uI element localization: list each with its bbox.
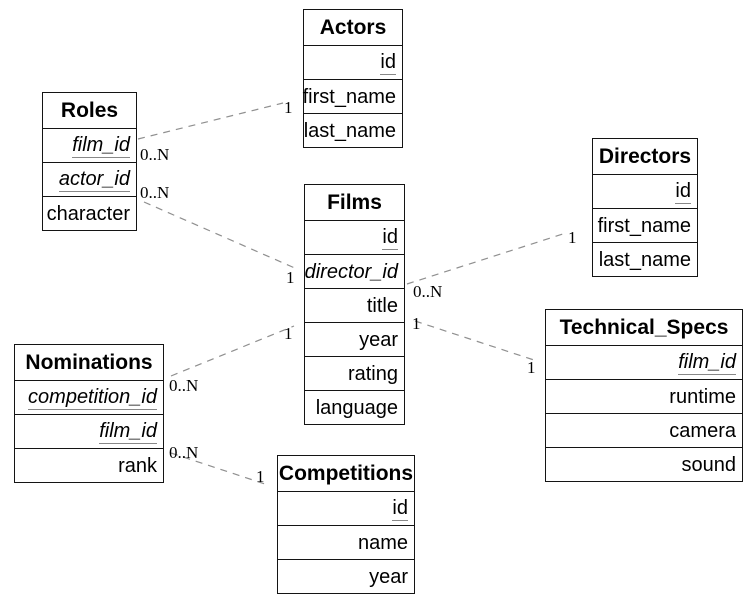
cardinality-label-roles-actors: 0..N [140,145,170,164]
entity-title: Roles [43,93,136,129]
field-label-id: id [382,225,398,250]
relationship-line-nominations-competitions [170,452,269,486]
entity-title: Directors [593,139,697,175]
relationship-line-nominations-films [170,325,295,377]
entity-table-roles[interactable]: Roles film_id actor_id character [42,92,137,231]
field-row: film_id [546,346,742,380]
field-label-film_id: film_id [99,419,157,444]
field-row: film_id [43,129,136,163]
field-row: sound [546,448,742,481]
entity-title: Nominations [15,345,163,381]
field-row: last_name [593,243,697,276]
field-row: actor_id [43,163,136,197]
field-row: last_name [304,114,402,147]
entity-table-actors[interactable]: Actors id first_name last_name [303,9,403,148]
field-label-year: year [359,328,398,351]
field-row: rating [305,357,404,391]
field-row: rank [15,449,163,482]
field-label-title: title [366,294,398,317]
cardinality-label-films-directors: 1 [568,228,577,247]
field-row: language [305,391,404,424]
field-label-camera: camera [669,419,736,442]
relationship-line-films-technical_specs [414,320,538,362]
cardinality-label-films-technical_specs: 1 [412,314,421,333]
field-label-language: language [315,396,398,419]
field-row: id [278,492,414,526]
field-label-sound: sound [681,453,737,476]
field-label-id: id [675,179,691,204]
cardinality-label-nominations-competitions: 0..N [169,443,199,462]
field-label-last_name: last_name [303,119,396,142]
field-row: id [593,175,697,209]
entity-title: Actors [304,10,402,46]
entity-title: Competitions [278,456,414,492]
field-label-first_name: first_name [302,85,396,108]
entity-title: Films [305,185,404,221]
field-label-film_id: film_id [678,350,736,375]
field-row: year [278,560,414,593]
field-row: film_id [15,415,163,449]
field-label-actor_id: actor_id [58,167,130,192]
cardinality-label-roles-actors: 1 [284,98,293,117]
cardinality-label-roles-films: 1 [286,268,295,287]
field-label-character: character [46,202,130,225]
relationship-line-roles-films [143,201,298,270]
field-row: character [43,197,136,230]
field-label-id: id [392,496,408,521]
cardinality-label-nominations-films: 1 [284,324,293,343]
entity-table-directors[interactable]: Directors id first_name last_name [592,138,698,277]
field-row: director_id [305,255,404,289]
field-row: runtime [546,380,742,414]
entity-table-competitions[interactable]: Competitions id name year [277,455,415,594]
field-row: title [305,289,404,323]
field-label-rank: rank [118,454,157,477]
entity-title: Technical_Specs [546,310,742,346]
field-row: id [304,46,402,80]
cardinality-label-roles-films: 0..N [140,183,170,202]
field-row: competition_id [15,381,163,415]
field-label-rating: rating [347,362,398,385]
relationship-line-films-directors [406,232,567,285]
field-label-year: year [369,565,408,588]
field-label-director_id: director_id [304,260,398,283]
cardinality-label-nominations-competitions: 1 [256,467,265,486]
field-label-last_name: last_name [598,248,691,271]
field-label-film_id: film_id [72,133,130,158]
cardinality-label-films-directors: 0..N [413,282,443,301]
field-row: year [305,323,404,357]
field-label-id: id [380,50,396,75]
field-label-competition_id: competition_id [28,385,157,410]
field-row: name [278,526,414,560]
field-row: id [305,221,404,255]
field-row: first_name [302,80,402,114]
cardinality-label-films-technical_specs: 1 [527,358,536,377]
cardinality-label-nominations-films: 0..N [169,376,199,395]
relationship-line-roles-actors [137,102,284,140]
field-label-runtime: runtime [669,385,736,408]
field-row: first_name [593,209,697,243]
field-label-name: name [357,531,408,554]
field-row: camera [546,414,742,448]
field-label-first_name: first_name [597,214,691,237]
